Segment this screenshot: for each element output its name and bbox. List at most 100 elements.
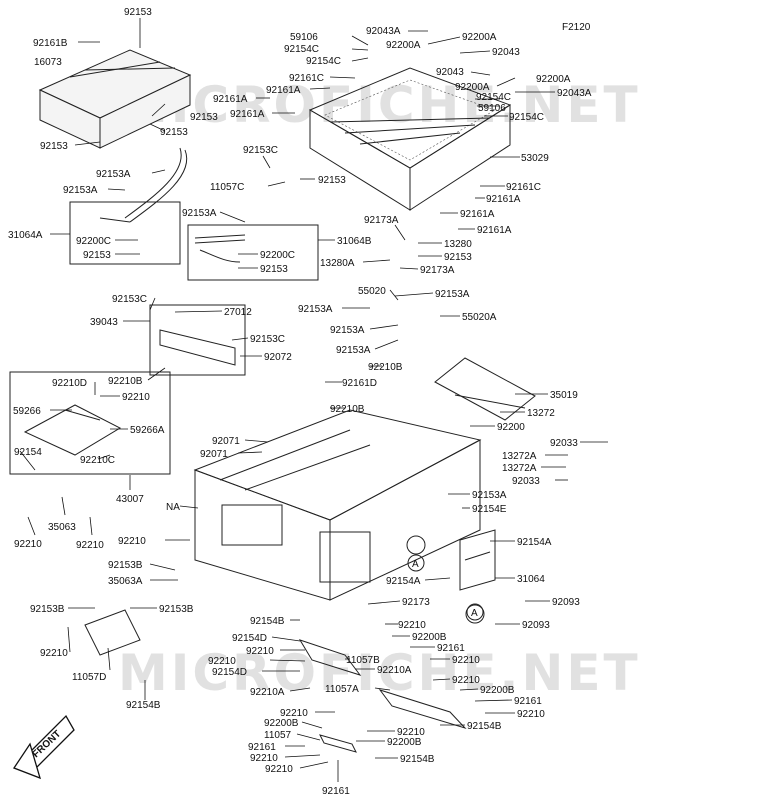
- callout-label: 92210: [14, 539, 42, 550]
- callout-label: 92161A: [230, 109, 265, 120]
- callout-label: 92161A: [486, 194, 521, 205]
- callout-label: 92210: [76, 540, 104, 551]
- callout-label: 92154A: [386, 576, 421, 587]
- bracket-31064-part: [459, 529, 496, 591]
- callout-label: 92071: [212, 436, 240, 447]
- callout-label: 92173: [402, 597, 430, 608]
- callout-label: 13272A: [502, 451, 537, 462]
- callout-label: 92093: [522, 620, 550, 631]
- callout-label: 92153C: [250, 334, 285, 345]
- callout-label: 92153A: [472, 490, 507, 501]
- callout-label: 13280A: [320, 258, 355, 269]
- callout-label: 92154B: [126, 700, 161, 711]
- callout-label: NA: [166, 502, 180, 513]
- callout-label: 92043A: [366, 26, 401, 37]
- watermark-top: MICROFICHE.NET: [118, 76, 641, 134]
- callout-label: 92161C: [506, 182, 541, 193]
- callout-label: 35063: [48, 522, 76, 533]
- callout-label: 92153: [83, 250, 111, 261]
- callout-label: 92153B: [108, 560, 143, 571]
- callout-label: 35063A: [108, 576, 143, 587]
- callout-label: A: [412, 559, 419, 570]
- callout-label: 92153A: [435, 289, 470, 300]
- callout-label: 92154: [14, 447, 42, 458]
- callout-label: 92161: [514, 696, 542, 707]
- guard-35019-part: [434, 357, 536, 421]
- seat-43007-part: [9, 371, 171, 475]
- callout-label: 92153: [260, 264, 288, 275]
- callout-label: 92153: [190, 112, 218, 123]
- callout-label: 31064: [517, 574, 545, 585]
- callout-label: 92200B: [264, 718, 299, 729]
- callout-label: 92161A: [477, 225, 512, 236]
- callout-label: 27012: [224, 307, 252, 318]
- callout-label: 92200: [497, 422, 525, 433]
- callout-label: 92161A: [460, 209, 495, 220]
- callout-label: 92210: [250, 753, 278, 764]
- callout-label: 92210B: [108, 376, 143, 387]
- callout-label: 11057B: [346, 655, 380, 666]
- callout-label: 59266: [13, 406, 41, 417]
- tube-31064a-part: [69, 147, 188, 265]
- callout-label: 59106: [478, 103, 506, 114]
- callout-label: 92173A: [364, 215, 399, 226]
- callout-label: 92161A: [213, 94, 248, 105]
- callout-label: 13272: [527, 408, 555, 419]
- callout-label: 11057A: [325, 684, 359, 695]
- callout-label: 92161: [437, 643, 465, 654]
- callout-label: 11057D: [72, 672, 106, 683]
- callout-label: 59106: [290, 32, 318, 43]
- callout-label: 92200A: [386, 40, 421, 51]
- reference-circle-a-2: [466, 603, 484, 621]
- callout-label: 92210A: [377, 665, 412, 676]
- callout-label: 92153C: [112, 294, 147, 305]
- callout-label: 92173A: [420, 265, 455, 276]
- callout-label: 92200C: [260, 250, 295, 261]
- callout-label: 92153A: [63, 185, 98, 196]
- callout-label: 11057C: [210, 182, 244, 193]
- callout-label: 92154E: [472, 504, 507, 515]
- callout-label: 92210: [246, 646, 274, 657]
- callout-label: 92153B: [30, 604, 65, 615]
- callout-label: 92153B: [159, 604, 194, 615]
- callout-label: 16073: [34, 57, 62, 68]
- callout-labels: 92153 92161B 16073 92153 92153 92153 921…: [8, 7, 592, 797]
- callout-label: 43007: [116, 494, 144, 505]
- cargo-mat-part: [38, 49, 192, 149]
- callout-label: 53029: [521, 153, 549, 164]
- callout-label: 92033: [512, 476, 540, 487]
- callout-label: 13280: [444, 239, 472, 250]
- brackets-lower-center-part: [298, 639, 467, 753]
- callout-label: 92093: [552, 597, 580, 608]
- callout-label: 92210: [122, 392, 150, 403]
- callout-label: 92161: [248, 742, 276, 753]
- callout-label: A: [471, 608, 478, 619]
- cargo-rack-part: [308, 67, 512, 211]
- callout-label: 92200C: [76, 236, 111, 247]
- figure-code: F2120: [562, 22, 591, 33]
- callout-label: 92200B: [387, 737, 422, 748]
- callout-label: 92043: [436, 67, 464, 78]
- callout-label: 92153: [160, 127, 188, 138]
- callout-label: 92200B: [480, 685, 515, 696]
- callout-label: 92210B: [330, 404, 365, 415]
- callout-label: 92210: [397, 727, 425, 738]
- leader-lines: [19, 18, 608, 782]
- callout-label: 92210: [517, 709, 545, 720]
- bracket-27012-part: [149, 304, 246, 376]
- callout-label: 92210C: [80, 455, 115, 466]
- callout-label: 92210A: [250, 687, 285, 698]
- callout-label: 59266A: [130, 425, 165, 436]
- callout-label: 92153: [40, 141, 68, 152]
- callout-label: 92161D: [342, 378, 377, 389]
- callout-label: 92154B: [400, 754, 435, 765]
- callout-label: 92033: [550, 438, 578, 449]
- reference-circle-a-1: [407, 554, 425, 572]
- callout-label: 92153A: [336, 345, 371, 356]
- callout-label: 92161A: [266, 85, 301, 96]
- callout-label: 92153C: [243, 145, 278, 156]
- callout-label: 35019: [550, 390, 578, 401]
- callout-label: 92210: [452, 655, 480, 666]
- callout-label: 92071: [200, 449, 228, 460]
